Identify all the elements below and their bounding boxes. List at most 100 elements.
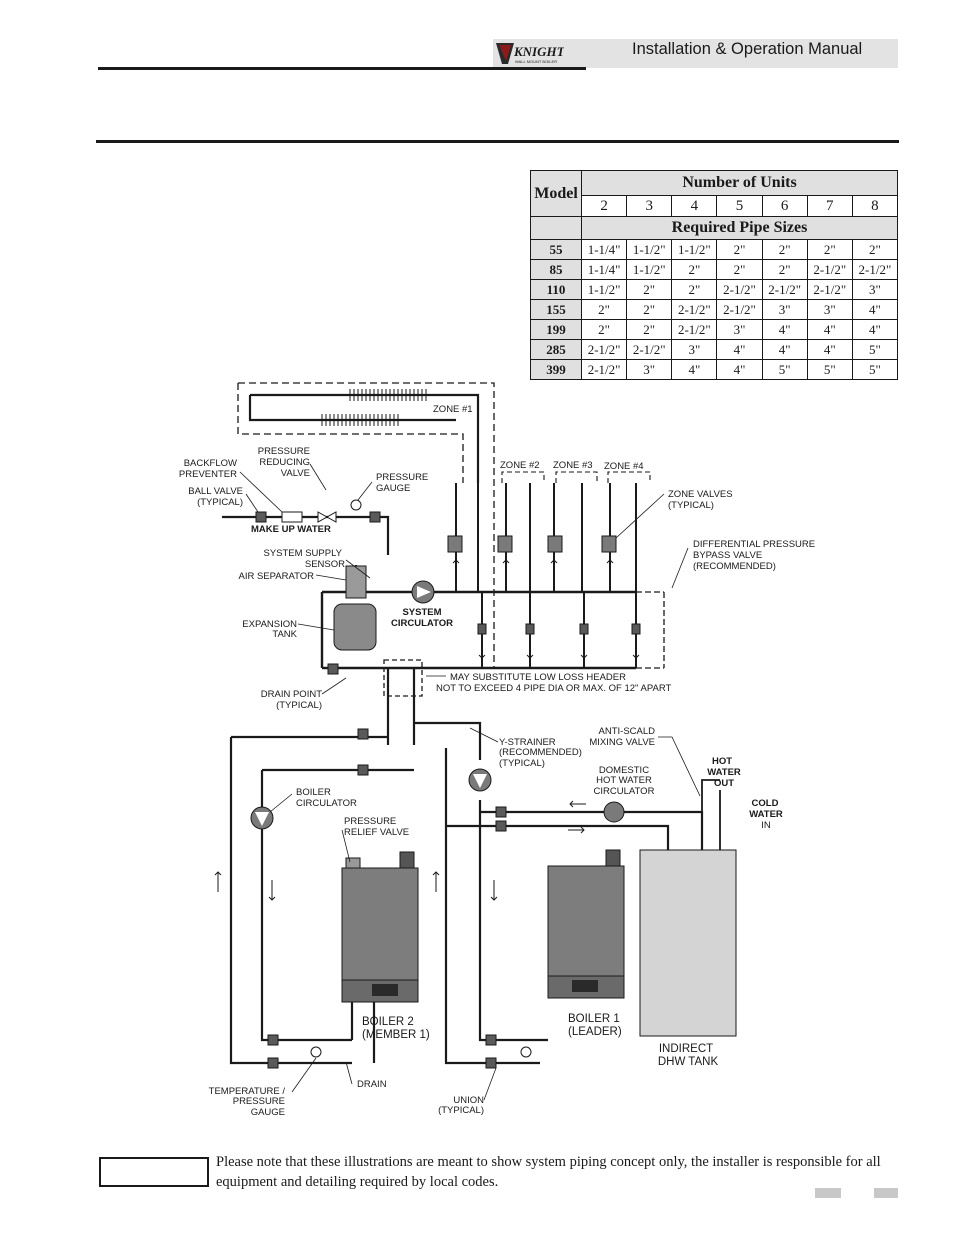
- boiler-circulator-label-2: CIRCULATOR: [296, 798, 357, 809]
- table-row: 399 2-1/2" 3" 4" 4" 5" 5" 5": [530, 359, 899, 380]
- size-cell: 3": [851, 279, 899, 300]
- dhw-supply-lines: [446, 810, 704, 850]
- size-cell: 1-1/2": [671, 239, 718, 260]
- zone1-piping: [248, 393, 480, 483]
- zone3-label: ZONE #3: [553, 460, 593, 471]
- header-note-2: NOT TO EXCEED 4 PIPE DIA OR MAX. OF 12" …: [436, 683, 672, 694]
- manual-title: Installation & Operation Manual: [632, 40, 863, 58]
- tank-label-2: DHW TANK: [658, 1056, 719, 1068]
- gauge-icons: [310, 499, 532, 1058]
- size-cell: 2-1/2": [626, 339, 673, 360]
- footer-tab: [874, 1188, 898, 1198]
- ball-valve-label-2: (TYPICAL): [197, 497, 243, 508]
- union-label-1: UNION: [453, 1095, 484, 1106]
- tp-gauge-label-3: GAUGE: [251, 1107, 285, 1118]
- notice-text: Please note that these illustrations are…: [216, 1154, 881, 1190]
- boiler2-inner-loop: [260, 768, 414, 1042]
- union-label-2: (TYPICAL): [438, 1105, 484, 1116]
- backflow-label-2: PREVENTER: [179, 469, 237, 480]
- model-cell: 110: [530, 279, 582, 300]
- size-cell: 1-1/4": [580, 259, 628, 280]
- boiler2-label-1: BOILER 2: [362, 1016, 414, 1028]
- zone-valves-label-1: ZONE VALVES: [668, 489, 733, 500]
- size-cell: 5": [761, 359, 808, 380]
- backflow-preventer: [281, 511, 303, 523]
- table-row: 155 2" 2" 2-1/2" 2-1/2" 3" 3" 4": [530, 299, 899, 320]
- drain-point-label-1: DRAIN POINT: [261, 689, 322, 700]
- boiler1-label-1: BOILER 1: [568, 1013, 620, 1025]
- backflow-label-1: BACKFLOW: [184, 458, 237, 469]
- prv-label-2: REDUCING: [259, 457, 310, 468]
- zone-valve-icons: [447, 535, 617, 553]
- boiler2-unit: [341, 851, 419, 1003]
- y-strainer-label-1: Y-STRAINER: [499, 737, 556, 748]
- anti-scald-label-2: MIXING VALVE: [589, 737, 655, 748]
- cold-water-label-1: COLD: [752, 798, 779, 809]
- tp-gauge-label-1: TEMPERATURE /: [209, 1086, 286, 1097]
- zones-boundary: [501, 471, 651, 483]
- cold-water-label-2: WATER: [749, 809, 783, 820]
- y-strainer-label-2: (RECOMMENDED): [499, 747, 582, 758]
- prv-label-1: PRESSURE: [258, 446, 310, 457]
- header-band: [493, 39, 898, 68]
- size-cell: 5": [806, 359, 853, 380]
- y-strainer-label-3: (TYPICAL): [499, 758, 545, 769]
- relief-valve-label-1: PRESSURE: [344, 816, 396, 827]
- table-row: 55 1-1/4" 1-1/2" 1-1/2" 2" 2" 2" 2": [530, 239, 899, 260]
- supply-sensor-label-2: SENSOR: [305, 559, 345, 570]
- size-cell: 2-1/2": [716, 279, 763, 300]
- size-cell: 2-1/2": [716, 299, 763, 320]
- indirect-dhw-tank: [639, 849, 737, 1037]
- dhw-circulator-label-2: HOT WATER: [596, 775, 652, 786]
- boiler1-unit: [547, 849, 625, 999]
- dpbv-label-2: BYPASS VALVE: [693, 550, 762, 561]
- zone1-boundary: [237, 382, 495, 668]
- ball-valve-icons: [255, 511, 641, 1069]
- zone1-radiators: [321, 389, 427, 426]
- boiler2-label-2: (MEMBER 1): [362, 1029, 430, 1041]
- cold-water-label-3: IN: [761, 820, 771, 831]
- header-note-1: MAY SUBSTITUTE LOW LOSS HEADER: [450, 672, 626, 683]
- system-circulator-label-2: CIRCULATOR: [391, 618, 453, 629]
- model-cell: 85: [530, 259, 582, 280]
- dpbv-label-3: (RECOMMENDED): [693, 561, 776, 572]
- pipe-sizes-header: Required Pipe Sizes: [581, 216, 898, 240]
- dhw-circulator-label-1: DOMESTIC: [599, 765, 649, 776]
- boiler1-loop: [414, 721, 548, 1065]
- svg-text:KNIGHT: KNIGHT: [513, 44, 564, 59]
- model-cell: 399: [530, 359, 582, 380]
- gauge-label-2: GAUGE: [376, 483, 410, 494]
- air-separator-label: AIR SEPARATOR: [239, 571, 315, 582]
- model-header-spacer: [530, 216, 582, 240]
- zone1-label: ZONE #1: [433, 404, 473, 415]
- table-row: 285 2-1/2" 2-1/2" 3" 4" 4" 4" 5": [530, 339, 899, 360]
- air-separator: [345, 565, 367, 599]
- make-up-water-label: MAKE UP WATER: [251, 524, 331, 535]
- zone-valves-label-2: (TYPICAL): [668, 500, 714, 511]
- expansion-label-2: TANK: [272, 629, 297, 640]
- dhw-circulator-icon: [603, 801, 625, 823]
- pressure-reducing-valve: [317, 511, 337, 523]
- system-circulator-label-1: SYSTEM: [402, 607, 441, 618]
- relief-valve-label-2: RELIEF VALVE: [344, 827, 409, 838]
- ball-valve-label-1: BALL VALVE: [188, 486, 243, 497]
- low-loss-header: [383, 659, 423, 697]
- zone2-label: ZONE #2: [500, 460, 540, 471]
- make-up-water-line: [222, 515, 390, 555]
- hot-water-label-1: HOT: [712, 756, 732, 767]
- hot-water-label-3: OUT: [714, 778, 734, 789]
- anti-scald-label-1: ANTI-SCALD: [599, 726, 656, 737]
- size-cell: 2-1/2": [851, 259, 899, 280]
- size-cell: 2-1/2": [580, 359, 628, 380]
- size-cell: 1-1/2": [626, 259, 673, 280]
- size-cell: 5": [851, 359, 899, 380]
- size-cell: 2-1/2": [806, 259, 853, 280]
- model-cell: 55: [530, 239, 582, 260]
- boiler-circulator-label-1: BOILER: [296, 787, 331, 798]
- drain-label: DRAIN: [357, 1079, 387, 1090]
- size-cell: 2-1/2": [761, 279, 808, 300]
- model-cell: 199: [530, 319, 582, 340]
- section-rule: [96, 140, 899, 143]
- header-rule: [98, 67, 586, 70]
